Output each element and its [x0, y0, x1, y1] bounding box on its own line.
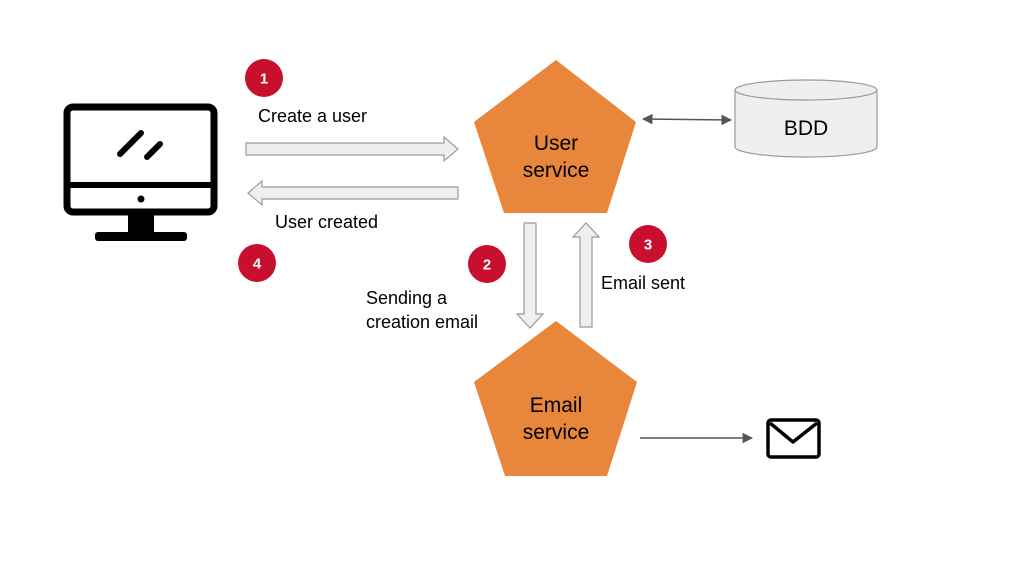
user-service-label-line1: User — [534, 132, 578, 155]
database-label: BDD — [784, 117, 828, 140]
step-1-label: Create a user — [258, 106, 367, 126]
email-sent-arrow — [571, 222, 601, 328]
sending-email-arrow — [515, 222, 545, 329]
step-3-number: 3 — [644, 237, 652, 254]
step-4-label: User created — [275, 212, 378, 232]
step-2-label-line2: creation email — [366, 312, 478, 332]
desktop-computer-icon — [63, 103, 218, 241]
step-2-number: 2 — [483, 257, 491, 274]
step-3-label: Email sent — [601, 273, 685, 293]
email-service-label-line2: service — [523, 421, 590, 444]
db-connector — [641, 113, 733, 126]
step-4-number: 4 — [253, 256, 262, 273]
email-service-node — [474, 321, 637, 476]
step-1-badge: 1 — [245, 59, 283, 97]
email-service-label-line1: Email — [530, 394, 583, 417]
step-2-badge: 2 — [468, 245, 506, 283]
step-3-badge: 3 — [629, 225, 667, 263]
step-4-badge: 4 — [238, 244, 276, 282]
user-created-arrow — [247, 179, 459, 207]
step-1-number: 1 — [260, 71, 268, 88]
user-service-label-line2: service — [523, 159, 590, 182]
envelope-icon — [766, 418, 821, 459]
create-user-arrow — [245, 135, 459, 163]
step-2-label-line1: Sending a — [366, 288, 448, 308]
database-node — [734, 79, 878, 158]
user-service-node — [474, 60, 636, 213]
